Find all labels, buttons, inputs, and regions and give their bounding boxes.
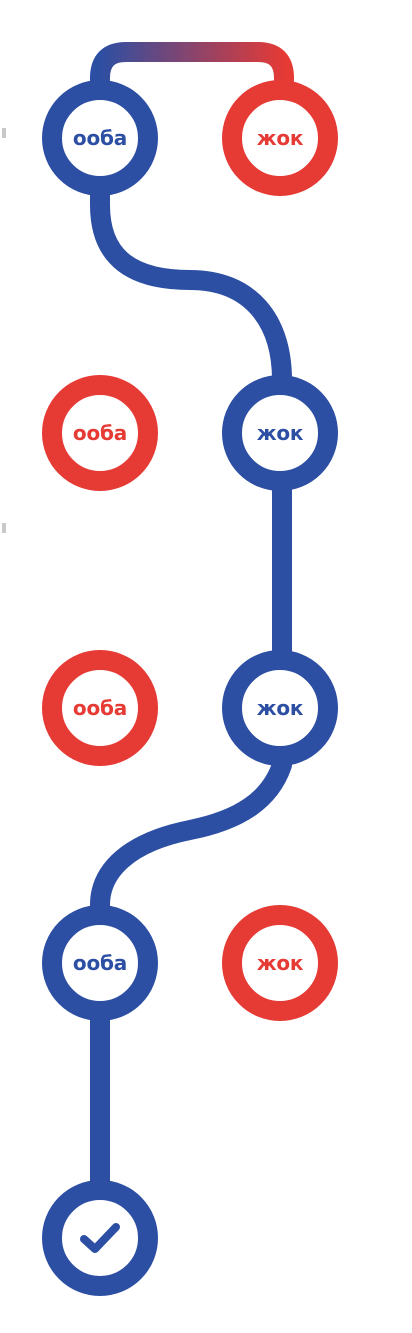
choice-label-yes: ооба	[72, 951, 128, 975]
path-segment-3	[90, 755, 292, 925]
checkmark-icon	[80, 1223, 120, 1253]
choice-no-4[interactable]: жок	[222, 905, 338, 1021]
choice-yes-3[interactable]: ооба	[42, 650, 158, 766]
choice-no-2[interactable]: жок	[222, 375, 338, 491]
choice-label-no: жок	[256, 696, 304, 720]
choice-label-yes: ооба	[72, 696, 128, 720]
choice-no-1[interactable]: жок	[222, 80, 338, 196]
choice-label-no: жок	[256, 951, 304, 975]
choice-no-3[interactable]: жок	[222, 650, 338, 766]
choice-yes-4[interactable]: ооба	[42, 905, 158, 1021]
top-connector	[90, 42, 294, 90]
choice-label-yes: ооба	[72, 126, 128, 150]
edge-marker	[2, 523, 6, 533]
finish-node	[42, 1180, 158, 1296]
choice-label-no: жок	[256, 421, 304, 445]
choice-label-no: жок	[256, 126, 304, 150]
choice-label-yes: ооба	[72, 421, 128, 445]
choice-yes-2[interactable]: ооба	[42, 375, 158, 491]
choice-yes-1[interactable]: ооба	[42, 80, 158, 196]
path-segment-1	[90, 180, 292, 395]
edge-marker	[2, 128, 6, 138]
